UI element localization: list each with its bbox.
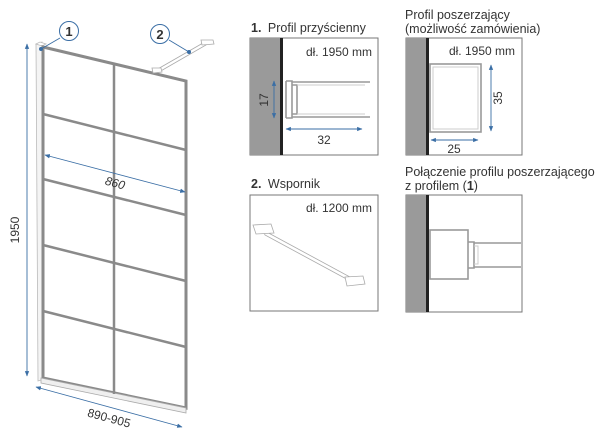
wall-section — [406, 38, 426, 155]
detail-extension-profile-subtitle: (możliwość zamówienia) — [405, 22, 540, 36]
detail-extension-profile-title: Profil poszerzający — [405, 8, 511, 22]
detail-support-bar-number: 2. — [251, 177, 261, 191]
detail-extension-profile-dim-height: 35 — [491, 91, 505, 105]
detail-support-bar-title: Wspornik — [268, 177, 321, 191]
dimension-height: 1950 — [8, 43, 30, 377]
detail-support-bar: 2. Wspornik dł. 1200 mm — [249, 177, 379, 312]
wall-section — [406, 195, 426, 312]
wall-edge — [426, 38, 429, 155]
detail-extension-profile-length: dł. 1950 mm — [449, 44, 515, 58]
detail-extension-profile-dim-width: 25 — [447, 142, 461, 156]
svg-text:z profilem (1): z profilem (1) — [405, 179, 478, 193]
detail-wall-profile-dim-height: 17 — [257, 93, 271, 107]
detail-wall-profile-number: 1. — [251, 21, 261, 35]
shower-panel-view: 1950 860 890-905 1 2 — [8, 21, 215, 431]
callout-2-number: 2 — [156, 27, 163, 42]
detail-wall-profile-title: Profil przyścienny — [268, 21, 367, 35]
detail-support-bar-box — [249, 194, 379, 312]
callout-1: 1 — [39, 21, 79, 51]
support-bar-3d — [151, 39, 215, 74]
detail-connection-subtitle-prefix: z profilem ( — [405, 179, 468, 193]
detail-extension-profile: Profil poszerzający (możliwość zamówieni… — [405, 8, 540, 156]
detail-wall-profile-length: dł. 1950 mm — [306, 45, 372, 59]
svg-text:1. Profil przyścienny: 1. Profil przyścienny — [251, 21, 367, 35]
dimension-height-label: 1950 — [8, 216, 22, 243]
wall-profile-shape — [285, 80, 370, 119]
wall-edge — [280, 38, 283, 155]
connection-shape — [429, 229, 521, 280]
svg-text:2. Wspornik: 2. Wspornik — [251, 177, 321, 191]
detail-connection: Połączenie profilu poszerzającego z prof… — [405, 165, 595, 313]
wall-edge — [426, 195, 429, 312]
detail-support-bar-length: dł. 1200 mm — [306, 201, 372, 215]
detail-connection-subtitle-ref: 1 — [467, 179, 474, 193]
callout-1-number: 1 — [65, 24, 72, 39]
detail-wall-profile-dim-width: 32 — [317, 133, 331, 147]
detail-connection-subtitle-suffix: ) — [474, 179, 478, 193]
detail-connection-title: Połączenie profilu poszerzającego — [405, 165, 595, 179]
detail-wall-profile: 1. Profil przyścienny dł. 1950 mm 17 32 — [249, 21, 379, 156]
support-bar-shape — [252, 223, 366, 287]
dimension-glass-width: 860 — [44, 154, 186, 193]
dimension-glass-width-label: 860 — [104, 174, 127, 193]
callout-2: 2 — [150, 24, 191, 54]
extension-profile-shape — [429, 63, 482, 133]
dimension-total-width-label: 890-905 — [86, 406, 132, 431]
